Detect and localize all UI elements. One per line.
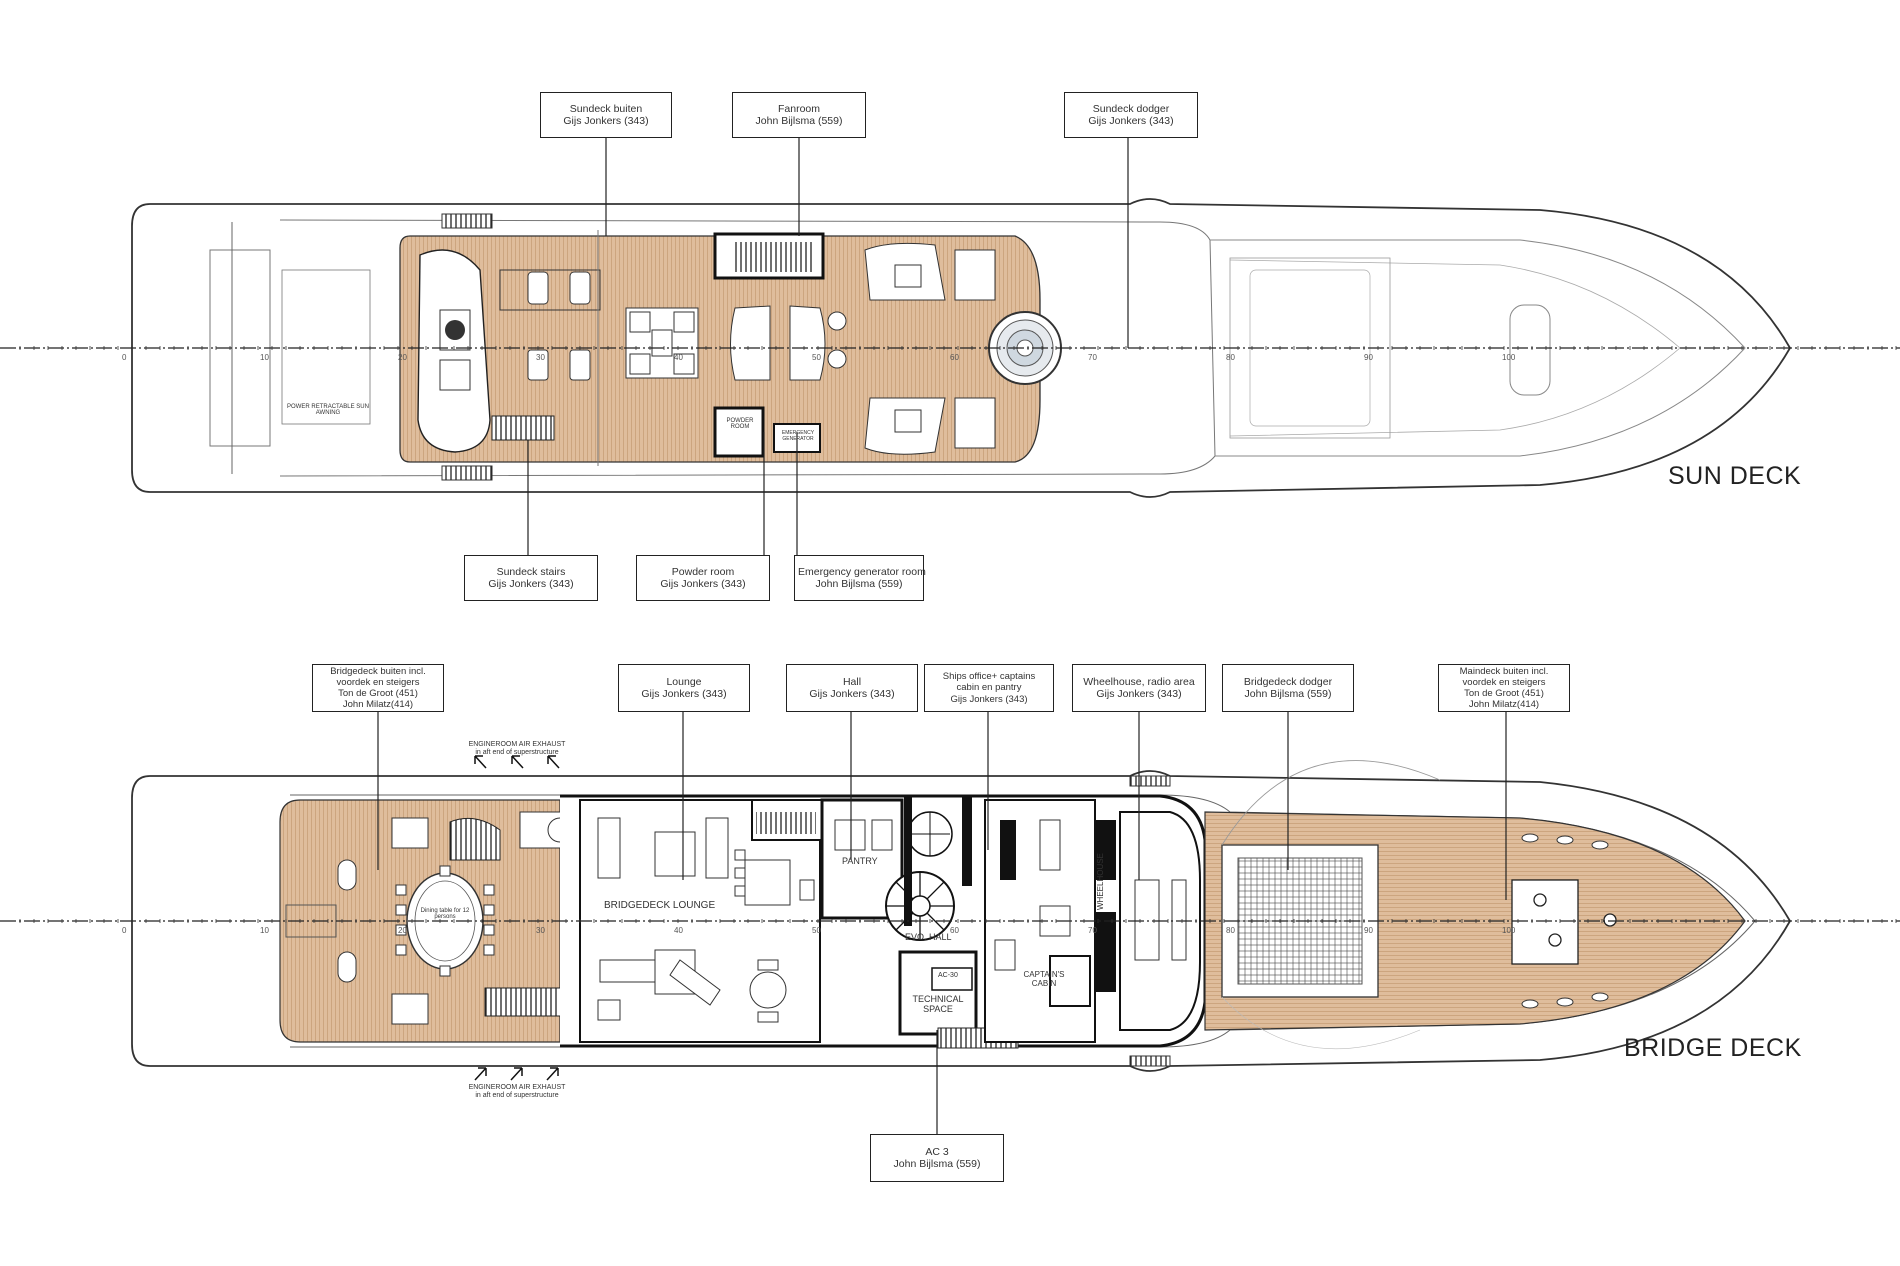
sun-deck-frame-number: 40 [674, 353, 683, 362]
sun-deck-frame-number: 60 [950, 353, 959, 362]
sun-deck-stairs [491, 415, 555, 441]
label-bridgedeck-lounge: BRIDGEDECK LOUNGE [604, 900, 716, 911]
bridge-deck-frame-number: 100 [1502, 926, 1516, 935]
foredeck-crane [1511, 879, 1617, 965]
powder-room-block [713, 406, 765, 458]
label-emergency-generator: EMERGENCY GENERATOR [781, 430, 815, 442]
sun-deck-frame-number: 90 [1364, 353, 1373, 362]
sun-deck-dining [625, 307, 699, 379]
bridge-deck-frame-number: 60 [950, 926, 959, 935]
sun-deck-frame-number: 50 [812, 353, 821, 362]
label-ac-30: AC-30 [938, 972, 958, 979]
label-captains-cabin: CAPTAIN'S CABIN [1023, 970, 1065, 988]
sun-deck-frame-number: 80 [1226, 353, 1235, 362]
sun-loungers [499, 269, 601, 381]
callout-leader-lines [377, 138, 1507, 1134]
label-evo-hall: EVO. HALL [905, 932, 952, 942]
exhaust-note-top: ENGINEROOM AIR EXHAUST in aft end of sup… [468, 741, 566, 756]
bridge-deck-title: BRIDGE DECK [1624, 1034, 1802, 1062]
label-pantry: PANTRY [842, 856, 878, 866]
sun-deck-frame-number: 10 [260, 353, 269, 362]
bridge-deck-frame-number: 90 [1364, 926, 1373, 935]
sun-deck-frame-number: 70 [1088, 353, 1097, 362]
tender-boat [417, 249, 491, 453]
bridge-deck-frame-number: 70 [1088, 926, 1097, 935]
technical-space-block [898, 950, 978, 1036]
sun-deck-hull-outline [131, 198, 1792, 498]
bridge-deck-frame-number: 10 [260, 926, 269, 935]
sun-deck-frame-number: 20 [398, 353, 407, 362]
sun-deck-frame-number: 30 [536, 353, 545, 362]
callout-bridgedeck-buiten: Bridgedeck buiten incl.voordek en steige… [312, 664, 444, 712]
label-dining-table: Dining table for 12 persons [420, 908, 470, 920]
sun-deck-frame-number: 0 [122, 353, 127, 362]
sun-deck-frame-number: 100 [1502, 353, 1516, 362]
bridge-deck-frame-numbers: 0 10 20 30 40 50 60 70 80 90 100 [19, 919, 1897, 935]
bridge-deck-frame-number: 80 [1226, 926, 1235, 935]
bridge-deck-frame-number: 30 [536, 926, 545, 935]
exhaust-note-bottom: ENGINEROOM AIR EXHAUST in aft end of sup… [468, 1084, 566, 1099]
sun-deck-sofas [730, 305, 847, 381]
bridge-deck-plan [131, 755, 1792, 1081]
bridge-deck-frame-number: 50 [812, 926, 821, 935]
exhaust-arrows-bottom [474, 1067, 559, 1081]
bridge-deck-hull-outline [131, 770, 1792, 1072]
bridge-deck-frame-number: 0 [122, 926, 127, 935]
sun-deck-frame-numbers: 0 10 20 30 40 50 60 70 80 90 100 [19, 346, 1897, 362]
label-retractable-awning: POWER RETRACTABLE SUN AWNING [287, 404, 369, 416]
exhaust-arrows-top [474, 755, 560, 769]
bridge-deck-frame-number: 40 [674, 926, 683, 935]
forward-lounge-seating [864, 242, 996, 455]
label-technical-space: TECHNICAL SPACE [912, 994, 964, 1014]
label-powder-room: POWDER ROOM [726, 418, 754, 430]
label-wheelhouse: WHEELHOUSE [1096, 853, 1105, 910]
bridge-deck-frame-number: 20 [398, 926, 407, 935]
callout-maindeck-buiten: Maindeck buiten incl.voordek en steigers… [1438, 664, 1570, 712]
sun-deck-title: SUN DECK [1668, 462, 1802, 490]
